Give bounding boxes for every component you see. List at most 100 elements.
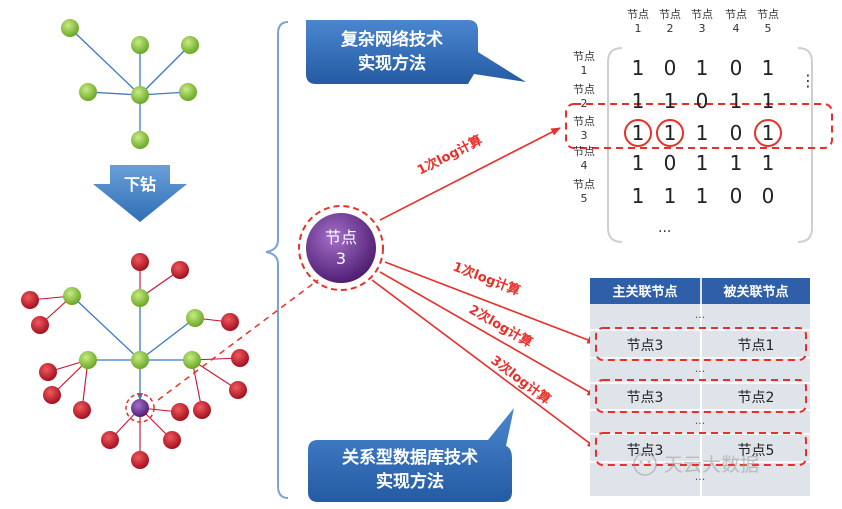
matrix-cell: 1 xyxy=(632,56,645,80)
compute-label-1: 1次log计算 xyxy=(451,259,523,299)
top-edge xyxy=(139,44,191,96)
watermark: 天云大数据 xyxy=(633,452,759,476)
callout-top: 复杂网络技术 实现方法 xyxy=(310,28,474,76)
matrix-cell: 0 xyxy=(664,151,677,175)
top-node xyxy=(131,131,149,149)
bottom-edge xyxy=(71,295,141,361)
bottom-purple-node xyxy=(131,399,149,417)
matrix-cell: 1 xyxy=(632,89,645,113)
bottom-red-node xyxy=(229,381,247,399)
matrix-cell: 1 xyxy=(664,89,677,113)
bottom-green-node xyxy=(63,287,81,305)
matrix-cell: 0 xyxy=(696,89,709,113)
table-header-related: 被关联节点 xyxy=(722,284,788,300)
top-node xyxy=(61,19,79,37)
drill-dashed-link xyxy=(157,279,319,401)
callout-top-line1: 复杂网络技术 xyxy=(341,30,443,50)
matrix-ellipsis-h: ⋮ xyxy=(800,71,816,90)
bottom-network-graph xyxy=(21,253,249,469)
bottom-red-node xyxy=(21,291,39,309)
matrix-col-header: 节点 xyxy=(659,8,681,21)
matrix-row3-highlight xyxy=(565,103,833,149)
arrow-to-row-2 xyxy=(379,271,597,397)
matrix-cell: 1 xyxy=(762,56,775,80)
bottom-red-node xyxy=(171,261,189,279)
matrix-col-header-num: 2 xyxy=(667,22,674,35)
matrix-col-header-num: 3 xyxy=(699,22,706,35)
center-node-line2: 3 xyxy=(336,249,346,268)
matrix-cell-highlight xyxy=(656,119,684,147)
matrix-col-header-num: 5 xyxy=(765,22,772,35)
table-ellipsis-mid2: ... xyxy=(695,414,706,427)
matrix-row-header: 节点 xyxy=(573,83,595,96)
arrow-to-matrix xyxy=(379,127,561,221)
matrix-cell: 1 xyxy=(762,151,775,175)
top-node xyxy=(179,83,197,101)
top-hub-node xyxy=(131,86,149,104)
table-ellipsis-top: ... xyxy=(695,308,706,321)
top-node xyxy=(181,36,199,54)
table-cell-main: 节点3 xyxy=(627,390,664,406)
matrix-row-header-num: 5 xyxy=(581,192,588,205)
matrix-row-header: 节点 xyxy=(573,50,595,63)
center-node-line1: 节点 xyxy=(325,228,357,247)
table-cell-related: 节点2 xyxy=(738,390,775,406)
matrix-cell: 0 xyxy=(730,56,743,80)
matrix-row-header-num: 4 xyxy=(581,159,588,172)
matrix-cell: 1 xyxy=(664,184,677,208)
matrix-cell: 1 xyxy=(696,151,709,175)
bottom-red-node xyxy=(193,401,211,419)
matrix-cell: 1 xyxy=(664,121,677,145)
matrix-cell: 1 xyxy=(632,184,645,208)
matrix-cell-highlight xyxy=(624,119,652,147)
matrix-row-header-num: 3 xyxy=(581,129,588,142)
matrix-row-header: 节点 xyxy=(573,145,595,158)
watermark-text: 天云大数据 xyxy=(664,454,759,476)
matrix-cell: 0 xyxy=(762,184,775,208)
bottom-red-node xyxy=(131,451,149,469)
callout-bottom-line1: 关系型数据库技术 xyxy=(342,448,478,468)
matrix-cell: 1 xyxy=(696,184,709,208)
matrix-cell: 0 xyxy=(664,56,677,80)
bottom-red-edge xyxy=(191,359,239,391)
arrow-to-row-3 xyxy=(371,279,597,449)
matrix-cell-highlight xyxy=(754,119,782,147)
bracket xyxy=(265,21,289,499)
bottom-red-node xyxy=(31,316,49,334)
bottom-green-node xyxy=(79,351,97,369)
callout-top-shape xyxy=(306,20,526,84)
bottom-red-node xyxy=(231,349,249,367)
table-cell-related: 节点1 xyxy=(738,338,775,354)
drill-down-arrow: 下钻 xyxy=(93,165,187,222)
matrix-col-header-num: 1 xyxy=(635,22,642,35)
matrix-row-header: 节点 xyxy=(573,115,595,128)
matrix-row-header: 节点 xyxy=(573,178,595,191)
bottom-edge xyxy=(139,317,196,361)
matrix-cell: 1 xyxy=(762,89,775,113)
bottom-red-node xyxy=(73,401,91,419)
bottom-hub-node xyxy=(131,351,149,369)
relation-table: 主关联节点 被关联节点 ... ... ... ... xyxy=(590,278,810,496)
matrix-col-header: 节点 xyxy=(757,8,779,21)
matrix-row-header-num: 2 xyxy=(581,97,588,110)
bottom-red-node xyxy=(163,431,181,449)
bottom-red-node xyxy=(131,253,149,271)
matrix-cell: 1 xyxy=(730,151,743,175)
matrix-col-header: 节点 xyxy=(627,8,649,21)
top-edge xyxy=(69,27,141,96)
top-network-graph xyxy=(61,19,199,149)
matrix-cell: 0 xyxy=(730,184,743,208)
table-row-highlight xyxy=(595,432,807,466)
matrix-col-header: 节点 xyxy=(725,8,747,21)
matrix-cell: 1 xyxy=(730,89,743,113)
bottom-red-node xyxy=(171,403,189,421)
drill-label: 下钻 xyxy=(124,175,156,194)
compute-label-3: 3次log计算 xyxy=(488,352,554,407)
bottom-green-node xyxy=(131,289,149,307)
matrix-ellipsis-v: ... xyxy=(658,220,671,236)
matrix-cell: 0 xyxy=(730,121,743,145)
compute-label-2: 2次log计算 xyxy=(466,302,535,351)
